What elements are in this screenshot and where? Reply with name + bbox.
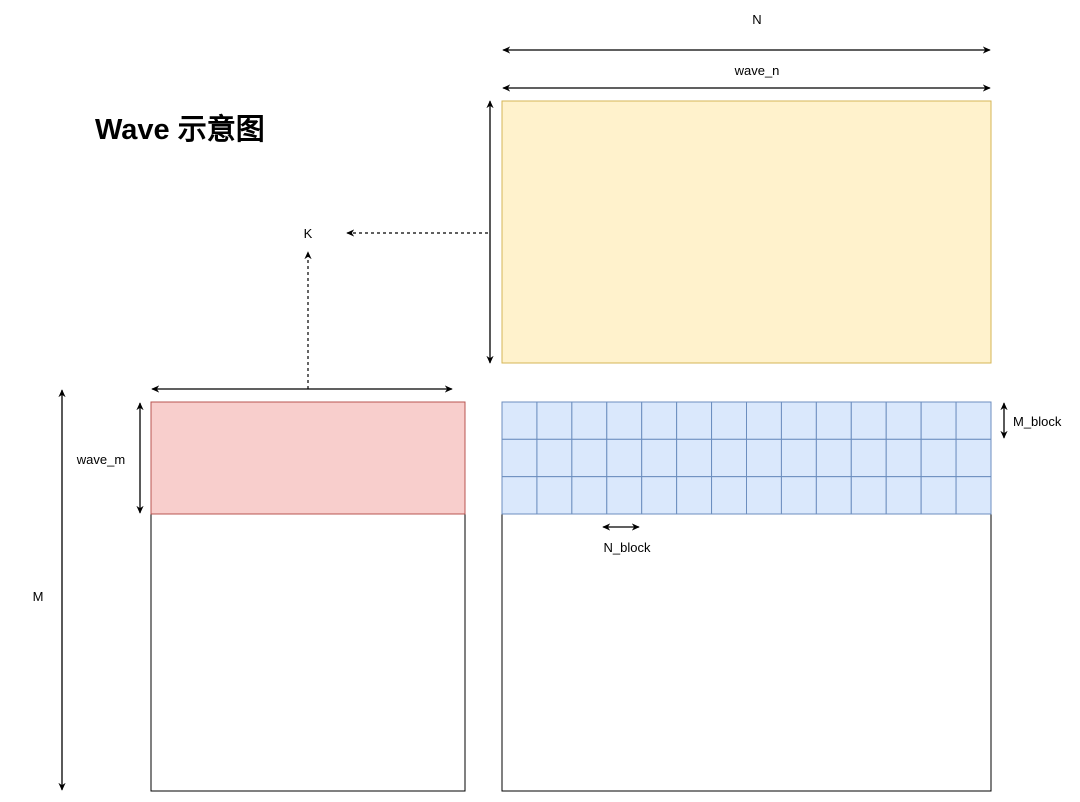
c-block-cell (746, 476, 782, 515)
c-block-cell (711, 401, 748, 440)
m-label: M (33, 589, 44, 604)
c-block-cell (850, 476, 887, 515)
c-block-cell (850, 438, 887, 478)
c-block-cell (955, 401, 992, 440)
c-block-cell (815, 438, 852, 478)
n-label: N (752, 12, 761, 27)
n-block-label: N_block (604, 540, 651, 555)
c-block-cell (955, 476, 992, 515)
c-block-cell (885, 438, 922, 478)
c-block-cell (780, 438, 817, 478)
c-block-cell (641, 438, 678, 478)
diagram-title: Wave 示意图 (95, 114, 265, 146)
wave-n-label: wave_n (734, 63, 780, 78)
c-block-cell (676, 476, 713, 515)
c-block-cell (885, 476, 922, 515)
c-block-cell (501, 401, 538, 440)
c-block-cell (746, 401, 782, 440)
c-block-cell (536, 401, 573, 440)
c-block-cell (920, 438, 957, 478)
c-block-cell (955, 438, 992, 478)
c-block-cell (920, 476, 957, 515)
wave-m-label: wave_m (76, 452, 125, 467)
c-block-cell (746, 438, 782, 478)
c-block-cell (711, 476, 748, 515)
c-block-cell (815, 401, 852, 440)
c-block-cell (606, 476, 643, 515)
c-block-cell (850, 401, 887, 440)
c-block-cell (711, 438, 748, 478)
c-block-cell (606, 438, 643, 478)
c-block-cell (571, 438, 608, 478)
m-block-label: M_block (1013, 414, 1062, 429)
a-wave-block (150, 401, 466, 515)
c-block-cell (815, 476, 852, 515)
c-block-cell (641, 476, 678, 515)
k-label: K (304, 226, 313, 241)
c-block-grid (501, 401, 992, 515)
b-matrix-block (501, 100, 992, 364)
c-block-cell (641, 401, 678, 440)
c-block-cell (501, 476, 538, 515)
c-block-cell (571, 476, 608, 515)
c-block-cell (571, 401, 608, 440)
c-block-cell (536, 438, 573, 478)
c-block-cell (606, 401, 643, 440)
c-block-cell (780, 401, 817, 440)
c-block-cell (920, 401, 957, 440)
c-block-cell (536, 476, 573, 515)
c-block-cell (676, 438, 713, 478)
c-block-cell (676, 401, 713, 440)
c-block-cell (885, 401, 922, 440)
c-block-cell (501, 438, 538, 478)
c-block-cell (780, 476, 817, 515)
